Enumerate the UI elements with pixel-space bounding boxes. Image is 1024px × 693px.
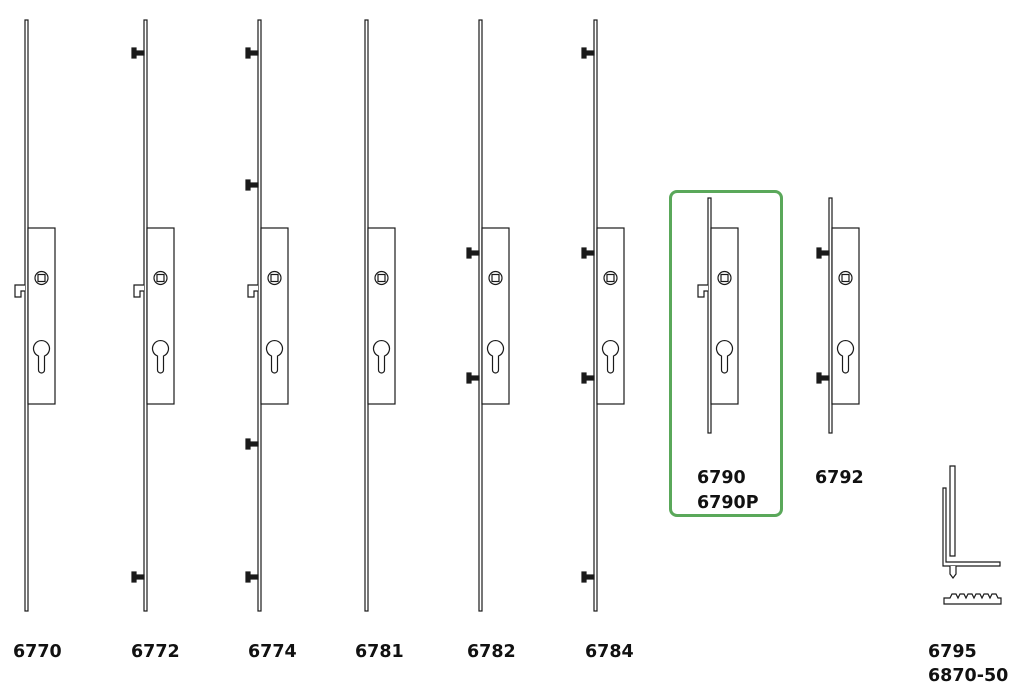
roller-pin [245, 47, 259, 59]
spindle-square [377, 273, 386, 283]
angle-keep [942, 487, 1001, 567]
lock-6784 [581, 19, 625, 612]
roller-pin [581, 372, 595, 384]
gearbox-body [27, 227, 56, 405]
label-6782[interactable]: 6782 [467, 642, 516, 662]
lock-6792 [816, 197, 860, 434]
spindle-square [720, 273, 729, 283]
cylinder-keyhole [486, 340, 505, 374]
lock-6774 [245, 19, 289, 612]
label-6792[interactable]: 6792 [815, 468, 864, 488]
roller-pin [245, 438, 259, 450]
hook-latch [247, 284, 258, 298]
label-6772[interactable]: 6772 [131, 642, 180, 662]
hook-latch [14, 284, 25, 298]
cylinder-keyhole [715, 340, 734, 374]
roller-pin [131, 571, 145, 583]
label-6784[interactable]: 6784 [585, 642, 634, 662]
selection-highlight [669, 190, 783, 517]
spindle-square [270, 273, 279, 283]
roller-pin [581, 571, 595, 583]
cylinder-keyhole [372, 340, 391, 374]
hook-latch [697, 284, 708, 298]
label-6870-50[interactable]: 6870-50 [928, 666, 1009, 686]
spindle-square [841, 273, 850, 283]
lock-6782 [466, 19, 510, 612]
hook-latch [133, 284, 144, 298]
roller-pin [245, 179, 259, 191]
gearbox-body [831, 227, 860, 405]
gearbox-body [481, 227, 510, 405]
gearbox-body [710, 227, 739, 405]
roller-pin [581, 47, 595, 59]
lock-6781 [364, 19, 396, 612]
keep-6795 [942, 465, 1002, 605]
keep-pin [949, 566, 957, 579]
label-6790[interactable]: 6790 [697, 468, 746, 488]
label-6781[interactable]: 6781 [355, 642, 404, 662]
spindle-square [491, 273, 500, 283]
roller-pin [466, 372, 480, 384]
label-6774[interactable]: 6774 [248, 642, 297, 662]
label-6770[interactable]: 6770 [13, 642, 62, 662]
roller-pin [466, 247, 480, 259]
roller-pin [816, 372, 830, 384]
roller-pin [245, 571, 259, 583]
cylinder-keyhole [836, 340, 855, 374]
serrated-strip [943, 593, 1002, 605]
label-6795[interactable]: 6795 [928, 642, 977, 662]
gearbox-body [260, 227, 289, 405]
roller-pin [131, 47, 145, 59]
spindle-square [156, 273, 165, 283]
lock-6770 [14, 19, 56, 612]
roller-pin [581, 247, 595, 259]
keep-upright [949, 465, 956, 557]
spindle-square [37, 273, 46, 283]
lock-6790 [697, 197, 739, 434]
roller-pin [816, 247, 830, 259]
gearbox-body [596, 227, 625, 405]
gearbox-body [146, 227, 175, 405]
cylinder-keyhole [601, 340, 620, 374]
lock-6772 [131, 19, 175, 612]
cylinder-keyhole [265, 340, 284, 374]
spindle-square [606, 273, 615, 283]
cylinder-keyhole [32, 340, 51, 374]
gearbox-body [367, 227, 396, 405]
cylinder-keyhole [151, 340, 170, 374]
label-6790p[interactable]: 6790P [697, 493, 759, 513]
